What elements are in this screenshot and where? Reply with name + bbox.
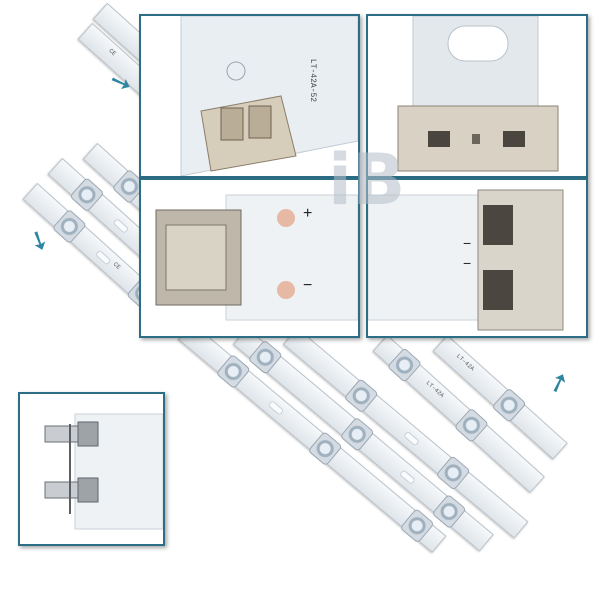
mounting-slot bbox=[399, 469, 416, 485]
led-lens bbox=[431, 493, 467, 530]
led-lens bbox=[491, 387, 527, 423]
mounting-slot bbox=[112, 217, 130, 234]
minus-label-bottom: − bbox=[463, 255, 472, 271]
led-lens bbox=[69, 177, 105, 213]
board-edge-photo bbox=[368, 180, 586, 336]
arrow-down-icon: ➘ bbox=[22, 222, 56, 260]
led-lens bbox=[247, 339, 283, 375]
detail-panel-terminals bbox=[18, 392, 165, 546]
arrow-up-icon: ➚ bbox=[543, 365, 575, 401]
led-lens bbox=[339, 416, 375, 453]
connector-photo bbox=[141, 16, 358, 176]
led-lens bbox=[386, 347, 423, 383]
detail-panel-board-edge: − − bbox=[366, 178, 588, 338]
led-lens bbox=[453, 407, 490, 443]
led-lens bbox=[307, 430, 343, 467]
terminals-photo bbox=[20, 394, 163, 544]
pads-photo bbox=[141, 180, 358, 336]
mounting-slot bbox=[94, 249, 112, 266]
ce-mark: CE bbox=[111, 260, 122, 271]
connector-end-photo bbox=[368, 16, 586, 176]
watermark-logo: iB bbox=[328, 139, 406, 221]
board-print: LT-42A-52 bbox=[308, 58, 318, 103]
model-label: LT-42A bbox=[424, 379, 446, 400]
detail-panel-solder-pads: + − bbox=[139, 178, 360, 338]
model-label: LT-42A bbox=[454, 352, 476, 373]
led-lens bbox=[343, 378, 379, 414]
led-lens bbox=[435, 455, 471, 491]
mounting-slot bbox=[403, 430, 420, 447]
led-lens bbox=[399, 508, 435, 544]
detail-panel-connector-end bbox=[366, 14, 588, 178]
minus-label-top: − bbox=[463, 235, 472, 251]
led-lens bbox=[51, 208, 88, 245]
ce-mark: CE bbox=[107, 47, 118, 58]
mounting-slot bbox=[267, 400, 285, 416]
detail-panel-connector-top: LT-42A-52 bbox=[139, 14, 360, 178]
plus-label: + bbox=[303, 205, 313, 222]
minus-label: − bbox=[303, 277, 313, 294]
led-lens bbox=[215, 353, 251, 390]
